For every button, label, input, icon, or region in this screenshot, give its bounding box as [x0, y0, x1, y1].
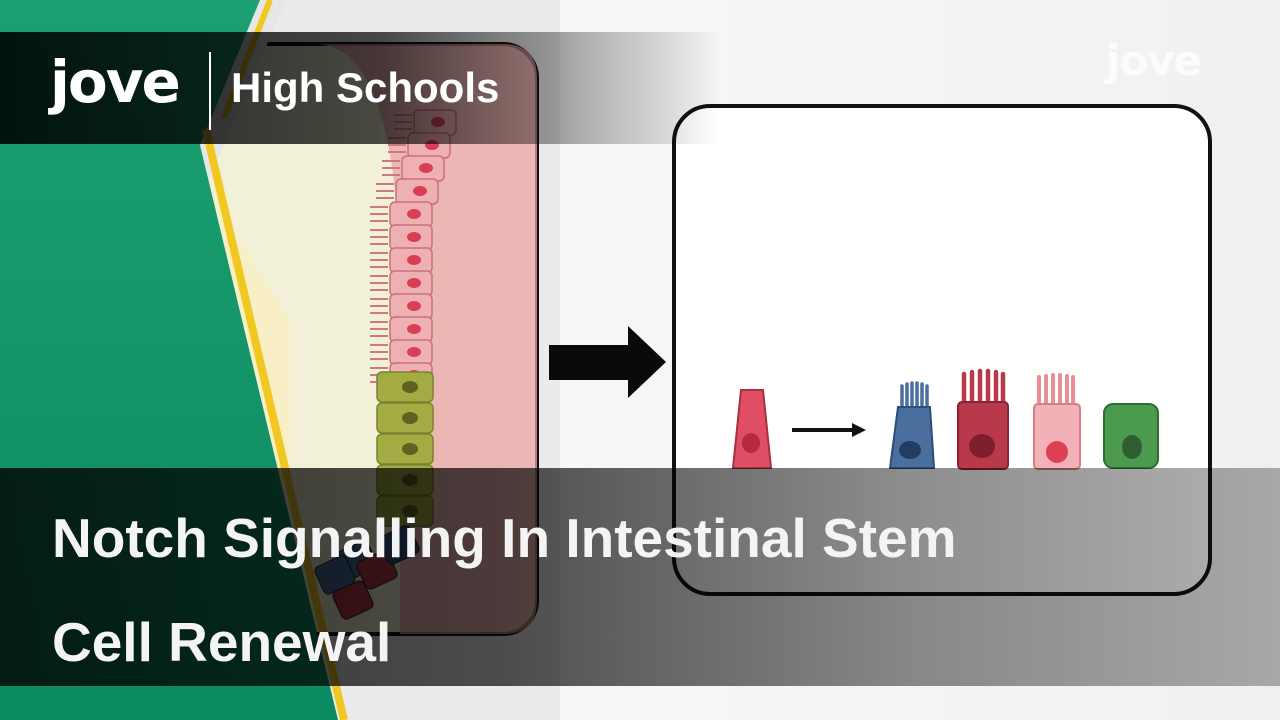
progenitor-cell [731, 389, 773, 469]
villus-cell [376, 178, 439, 205]
title-line-1: Notch Signalling In Intestinal Stem [52, 507, 957, 569]
jove-watermark: jove [1106, 36, 1202, 85]
section-label: High Schools [231, 64, 500, 111]
title-bar [0, 468, 1280, 686]
logo-divider [209, 52, 211, 130]
villus-cell [370, 224, 433, 251]
stem-cell [1103, 403, 1159, 469]
differentiation-arrow-icon [792, 423, 866, 437]
crypt-cell [376, 402, 434, 434]
title-line-2: Cell Renewal [52, 611, 392, 673]
goblet-cell [957, 368, 1009, 470]
crypt-cell [376, 371, 434, 403]
tuft-cell [888, 381, 936, 469]
crypt-cell [376, 433, 434, 465]
villus-cell [382, 155, 445, 182]
jove-logo[interactable]: jove [50, 48, 181, 116]
villus-cell [370, 339, 433, 366]
villus-cell [370, 293, 433, 320]
branding-bar [0, 32, 1280, 144]
right-arrow-icon [549, 326, 666, 398]
video-title: Notch Signalling In Intestinal Stem Cell… [52, 486, 1232, 694]
